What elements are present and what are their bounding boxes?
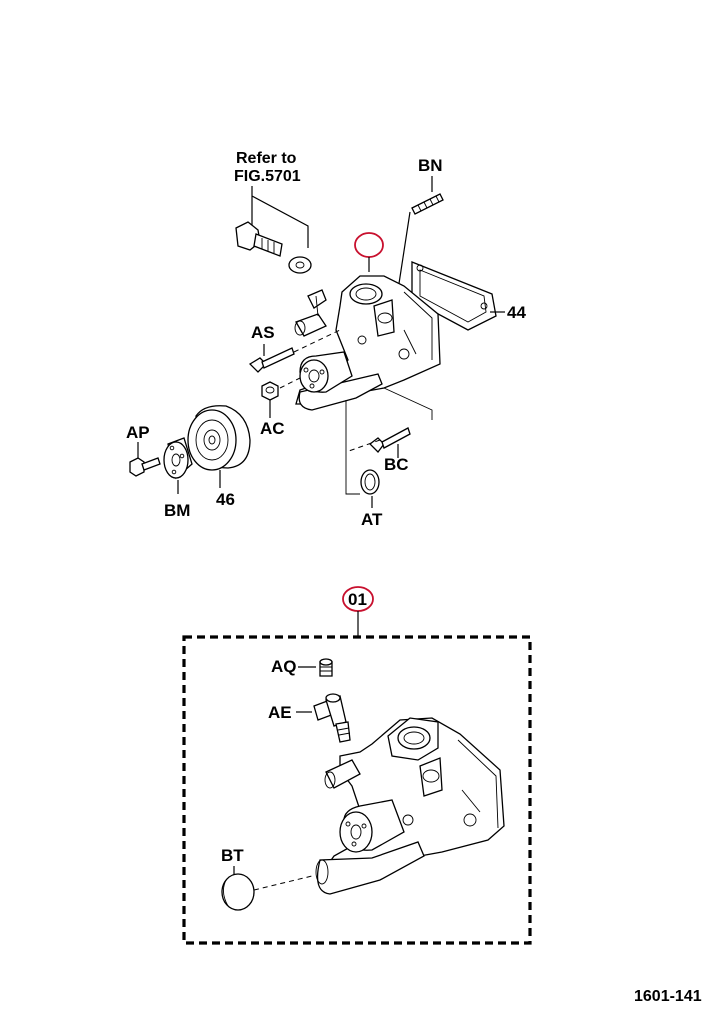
refer-to-text: Refer to <box>236 150 297 167</box>
refer-leader-line <box>251 186 309 248</box>
water-pump-detail <box>315 717 505 895</box>
label-44: 44 <box>507 303 526 322</box>
top-assembly: Refer to FIG.5701 BN <box>126 150 526 529</box>
bolt-ap <box>129 457 161 477</box>
fitting-ae <box>313 693 351 743</box>
figure-number: 1601-141 <box>634 988 702 1005</box>
bolt-as <box>248 347 295 373</box>
plug-bt <box>221 873 255 911</box>
washer <box>288 256 312 274</box>
callout-01-top <box>354 232 384 258</box>
label-as: AS <box>251 323 275 342</box>
detail-box <box>182 635 532 945</box>
label-ae: AE <box>268 703 292 722</box>
bottom-detail: 01 AQ AE <box>182 586 532 945</box>
stud-bn <box>411 193 444 215</box>
label-46: 46 <box>216 490 235 509</box>
water-pump-body <box>294 275 441 411</box>
bolt-bc <box>369 427 411 453</box>
plug-aq <box>319 658 333 677</box>
pump-hub <box>299 351 353 393</box>
label-ap: AP <box>126 423 150 442</box>
label-bm: BM <box>164 501 190 520</box>
label-bc: BC <box>384 455 409 474</box>
pulley-46 <box>187 405 251 471</box>
label-ac: AC <box>260 419 285 438</box>
label-bt: BT <box>221 846 244 865</box>
label-01-bottom: 01 <box>348 590 367 609</box>
thermo-bolt <box>235 221 283 257</box>
nut-ac <box>261 381 279 401</box>
flange-bm <box>163 437 193 480</box>
label-at: AT <box>361 510 383 529</box>
label-bn: BN <box>418 156 443 175</box>
refer-to-figure-text: FIG.5701 <box>234 168 301 185</box>
label-aq: AQ <box>271 657 297 676</box>
o-ring-at <box>360 469 380 495</box>
